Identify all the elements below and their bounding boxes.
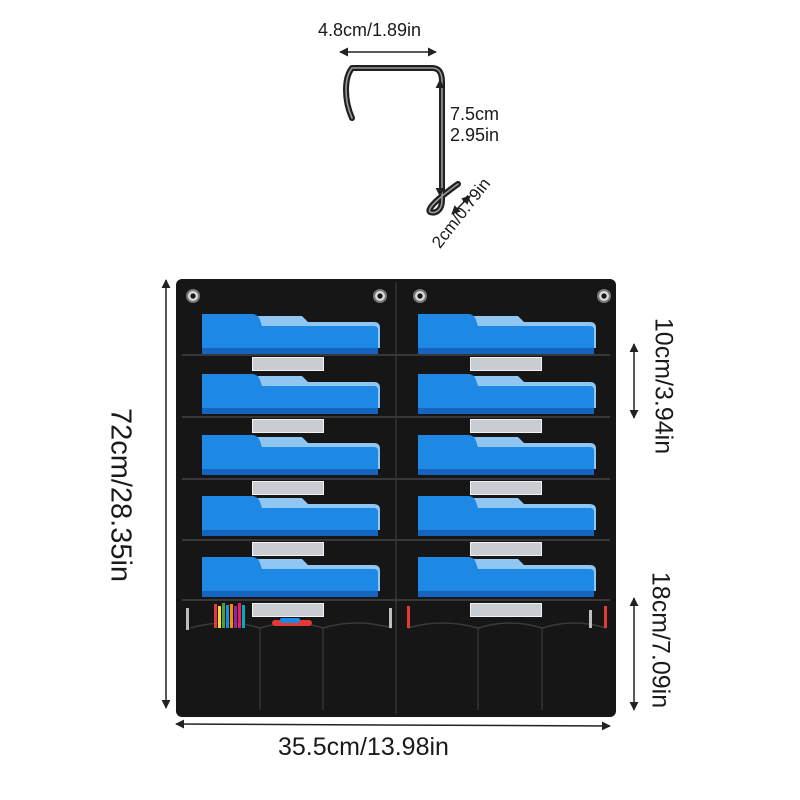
pocket-height-label: 10cm/3.94in (649, 317, 678, 455)
hook-lip-arrow (451, 195, 471, 215)
pocket-label-slot (470, 357, 542, 371)
total-height-label: 72cm/28.35in (104, 407, 137, 583)
hook-height-in: 2.95in (450, 125, 500, 145)
pocket-label-slot (252, 419, 324, 433)
hook-width-label: 4.8cm/1.89in (318, 20, 422, 40)
over-door-hook (343, 65, 461, 216)
file-folder (418, 496, 596, 536)
hook-height-label: 7.5cm 2.95in (450, 104, 499, 146)
total-width-arrow (175, 719, 611, 731)
pocket-label-slot (470, 419, 542, 433)
pocket-label-slot (252, 603, 324, 617)
bottom-pocket-height-label: 18cm/7.09in (646, 571, 675, 709)
file-folders (202, 314, 596, 597)
grommets (186, 289, 611, 303)
file-folder (418, 314, 596, 354)
pencils (186, 603, 607, 630)
pocket-label-slot (252, 481, 324, 495)
pocket-label-slot (470, 542, 542, 556)
file-folder (418, 435, 596, 475)
file-folder (418, 557, 596, 597)
total-width-label: 35.5cm/13.98in (278, 733, 449, 761)
file-folder (202, 435, 380, 475)
pocket-label-slot (252, 357, 324, 371)
pocket-label-slot (252, 542, 324, 556)
hook-height-cm: 7.5cm (450, 104, 500, 124)
pocket-seams (182, 354, 610, 601)
pocket-label-slot (470, 603, 542, 617)
file-folder (202, 314, 380, 354)
file-folder (202, 496, 380, 536)
file-folder (418, 374, 596, 414)
pocket-label-slot (470, 481, 542, 495)
file-folder (202, 557, 380, 597)
file-folder (202, 374, 380, 414)
